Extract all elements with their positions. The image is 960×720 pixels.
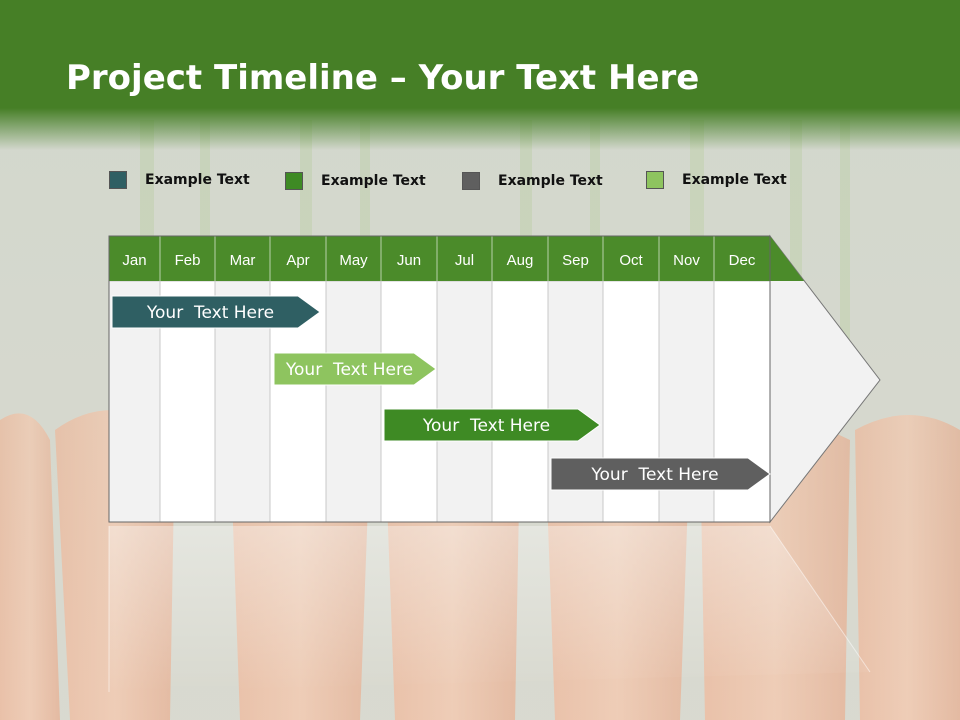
month-column-jun [380, 280, 438, 523]
legend-swatch-2 [285, 172, 303, 190]
month-label-jun: Jun [397, 252, 421, 269]
timeline-reflection [109, 526, 870, 692]
legend-item-4: Example Text [646, 170, 787, 190]
legend-swatch-4 [646, 171, 664, 189]
month-label-jan: Jan [122, 252, 146, 269]
month-label-dec: Dec [729, 252, 756, 269]
legend-label-2: Example Text [321, 173, 426, 189]
task-bar-2 [273, 352, 437, 386]
task-label-2: Your Text Here [285, 360, 413, 380]
legend-label-3: Example Text [498, 173, 603, 189]
reflection-edge-right [769, 525, 871, 673]
task-bar-1 [111, 295, 321, 329]
task-bar-4 [550, 457, 771, 491]
task-label-4: Your Text Here [590, 465, 718, 485]
month-label-feb: Feb [175, 252, 201, 269]
month-label-sep: Sep [562, 252, 589, 269]
month-column-jul [436, 280, 493, 523]
month-label-apr: Apr [286, 252, 309, 269]
month-label-may: May [339, 252, 368, 269]
arrow-head-band [770, 236, 804, 281]
legend-swatch-1 [109, 171, 127, 189]
month-column-aug [491, 280, 549, 523]
title-bold: Project Timeline [66, 58, 378, 98]
slide-title: Project Timeline – Your Text Here [66, 58, 699, 98]
month-label-aug: Aug [507, 252, 534, 269]
task-label-1: Your Text Here [146, 303, 274, 323]
timeline-frame [108, 235, 771, 523]
month-column-may [325, 280, 382, 523]
month-label-mar: Mar [230, 252, 256, 269]
legend-item-1: Example Text [109, 170, 250, 190]
legend-item-2: Example Text [285, 171, 426, 191]
month-header-band [109, 236, 770, 281]
title-rest: – Your Text Here [389, 58, 700, 98]
legend-item-3: Example Text [462, 171, 603, 191]
month-label-nov: Nov [673, 252, 700, 269]
legend-label-1: Example Text [145, 172, 250, 188]
task-bar-3 [383, 408, 601, 442]
task-label-3: Your Text Here [422, 416, 550, 436]
legend-swatch-3 [462, 172, 480, 190]
month-label-oct: Oct [619, 252, 643, 269]
legend-label-4: Example Text [682, 172, 787, 188]
month-label-jul: Jul [455, 252, 474, 269]
